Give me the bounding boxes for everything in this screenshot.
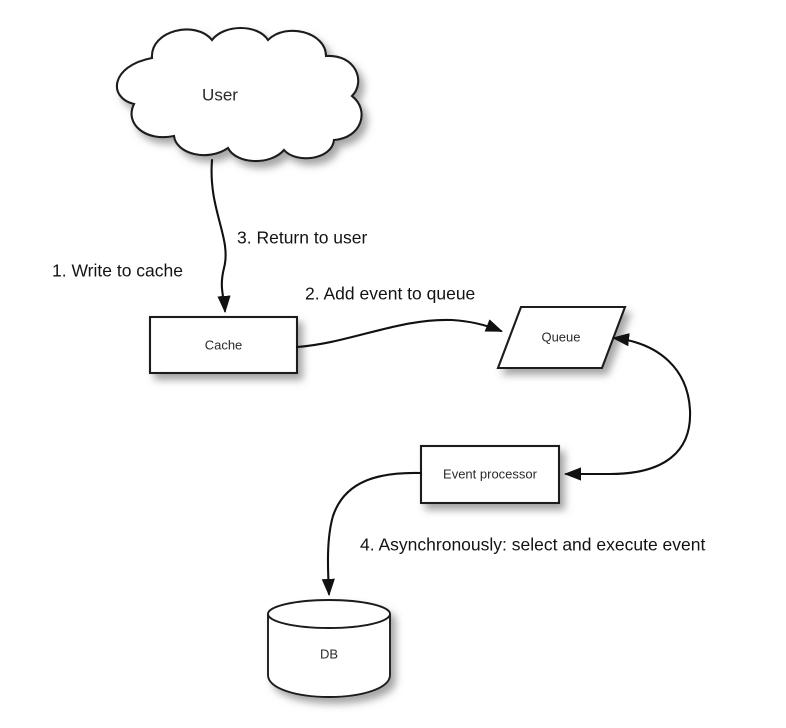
- node-cache-label: Cache: [205, 337, 243, 352]
- event-processor-rect: [419, 444, 561, 505]
- node-queue-label: Queue: [541, 329, 580, 344]
- node-cache[interactable]: Cache: [148, 315, 299, 375]
- node-event-processor[interactable]: Event processor: [419, 444, 561, 505]
- node-db-label: DB: [320, 646, 338, 661]
- step-label-4: 4. Asynchronously: select and execute ev…: [360, 535, 705, 555]
- node-user-label: User: [202, 85, 238, 104]
- cloud-shape: [115, 27, 363, 163]
- node-event-processor-label: Event processor: [443, 466, 538, 481]
- node-user[interactable]: User: [115, 27, 363, 163]
- node-queue[interactable]: Queue: [496, 305, 627, 370]
- step-label-1: 1. Write to cache: [52, 261, 183, 281]
- cache-rect: [148, 315, 299, 375]
- db-cylinder-top: [267, 599, 391, 629]
- step-label-3: 3. Return to user: [237, 228, 368, 248]
- edge-queue-event-processor: [563, 333, 692, 481]
- step-label-2: 2. Add event to queue: [305, 284, 475, 304]
- db-cylinder-body: [267, 614, 391, 698]
- edge-cache-to-queue: [295, 318, 503, 349]
- edge-event-processor-to-db: [321, 471, 423, 597]
- node-db[interactable]: DB: [267, 599, 391, 698]
- edge-user-to-cache: [210, 158, 231, 314]
